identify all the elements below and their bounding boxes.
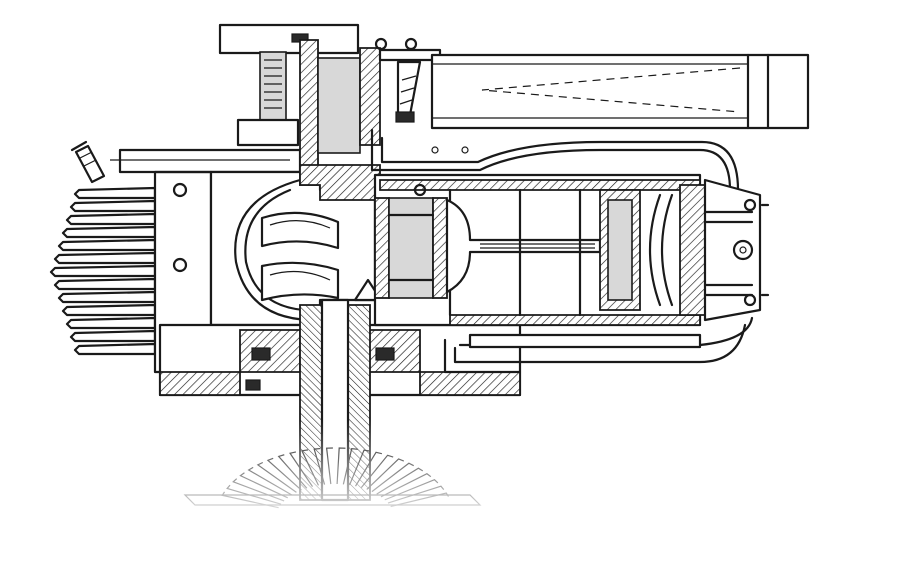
cooling-fin <box>65 212 157 226</box>
cooling-fin <box>69 329 157 343</box>
cooling-fin <box>49 264 157 278</box>
cooling-fins <box>49 186 157 356</box>
cooling-fin <box>65 316 157 330</box>
cooling-fin <box>61 225 157 239</box>
rocker-arm <box>395 60 422 123</box>
base-mount <box>158 323 522 397</box>
cooling-fin <box>57 290 157 304</box>
exhaust-pipe <box>430 53 810 130</box>
right-piston-head <box>599 184 706 316</box>
cooling-fin <box>53 251 157 265</box>
cooling-fin <box>57 238 157 252</box>
fuel-line <box>370 128 740 192</box>
cooling-fin <box>53 277 157 291</box>
spark-plug <box>70 140 106 184</box>
cooling-fin <box>73 342 157 356</box>
return-pipe <box>443 323 747 374</box>
valve-housing <box>218 23 442 201</box>
piston-sleeve <box>374 183 448 299</box>
cooling-fin <box>73 186 157 200</box>
bottom-fade-overlay <box>0 420 900 585</box>
cooling-fin <box>61 303 157 317</box>
cooling-fin <box>69 199 157 213</box>
